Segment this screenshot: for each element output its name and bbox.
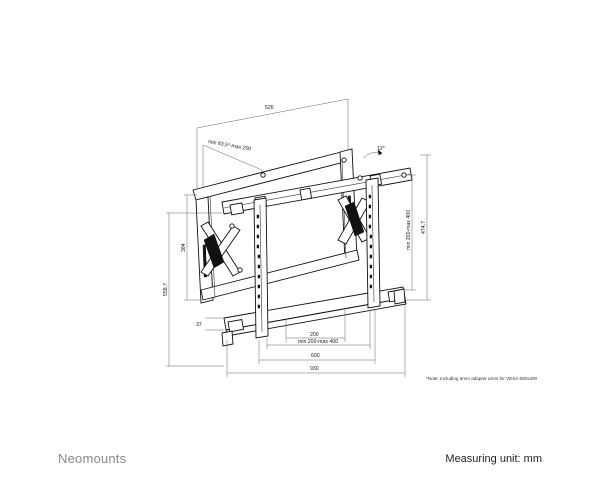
dim-vesa-x-range-label: min 83,5*-max 200 bbox=[208, 139, 252, 152]
dimension-vesa-y-range: min 200-max 400 bbox=[405, 174, 416, 291]
bottom-bracket bbox=[221, 288, 406, 347]
dim-384-label: 384 bbox=[181, 243, 187, 252]
dim-vesa-y-range-label: min 200-max 400 bbox=[406, 210, 412, 250]
dim-600-label: 600 bbox=[311, 353, 320, 359]
dim-37-label: 37 bbox=[196, 322, 202, 328]
measuring-unit: Measuring unit: mm bbox=[445, 453, 542, 465]
arm-holes-right bbox=[368, 194, 373, 289]
dimension-558-7: 558,7 bbox=[163, 212, 224, 367]
dimension-600: 600 bbox=[258, 310, 376, 364]
dim-558-7-label: 558,7 bbox=[163, 283, 169, 296]
dim-526-label: 526 bbox=[265, 105, 274, 111]
brand-logo-text: Neomounts bbox=[58, 451, 127, 466]
dim-474-7-label: 474,7 bbox=[421, 221, 427, 234]
dimension-37: 37 bbox=[196, 317, 224, 331]
dimension-474-7: 474,7 bbox=[406, 154, 431, 301]
vertical-adapter-arms bbox=[229, 157, 407, 339]
dim-930-label: 930 bbox=[310, 366, 319, 372]
dimension-526: 526 bbox=[196, 98, 349, 192]
dim-200-label: 200 bbox=[310, 332, 319, 338]
dimension-200: 200 bbox=[285, 310, 346, 342]
front-rails bbox=[221, 167, 413, 337]
tilt-angle-label: 12° bbox=[377, 146, 385, 152]
rear-frame bbox=[192, 148, 360, 304]
dim-vesa-x-200-400-label: min 200-max 400 bbox=[298, 339, 338, 345]
footnote: *Note: Including 6mm adapter arms for VE… bbox=[426, 376, 538, 381]
dimension-vesa-x-200-400: min 200-max 400 bbox=[266, 310, 371, 349]
arm-holes-left bbox=[256, 214, 261, 309]
dimension-930: 930 bbox=[226, 305, 406, 377]
dimension-384: 384 bbox=[181, 194, 201, 301]
